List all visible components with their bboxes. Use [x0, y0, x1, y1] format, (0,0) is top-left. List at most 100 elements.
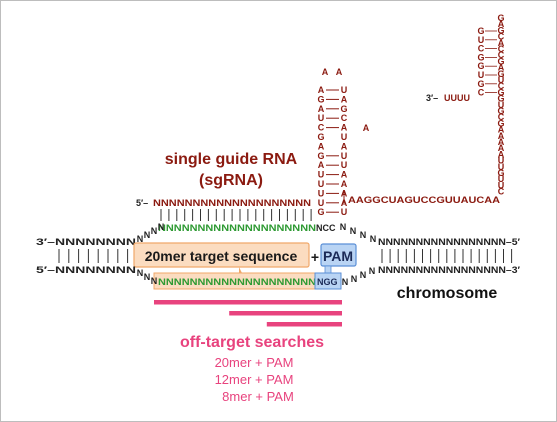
sgrna-five-prime-label: 5′– [136, 198, 148, 208]
stem1-right-base: U [341, 85, 348, 95]
sgrna-title-line2: (sgRNA) [199, 172, 263, 189]
stem2-left-base: G [477, 61, 484, 71]
stem2-right-base: A [498, 131, 505, 141]
offtarget-title: off-target searches [180, 334, 324, 351]
stem2-right-base: G [497, 87, 504, 97]
stem2-right-base: C [498, 81, 505, 91]
chromosome-bottom-target: NNNNNNNNNNNNNNNNNNNN [158, 277, 316, 287]
stem1-left-base: C [318, 123, 325, 133]
offtarget-bar [229, 311, 342, 316]
sgrna-three-prime-label: 3′– [426, 93, 438, 103]
stem1-right-base: U [341, 207, 348, 217]
stem2-right-base: U [498, 180, 505, 190]
offtarget-item-20mer: 20mer + PAM [215, 355, 294, 370]
offtarget-bars [154, 300, 342, 327]
stem2-left-base: G [477, 52, 484, 62]
stem1-right-base: U [341, 132, 348, 142]
stem1-left-base: U [318, 198, 325, 208]
chromosome-bottom-right: NNNNNNNNNNNNNNNNN–3′ [378, 265, 520, 275]
stem2-right-base: U [498, 156, 505, 166]
stem2-left-base: U [478, 70, 485, 80]
stem2-left-base: G [477, 79, 484, 89]
bottom-pam-highlight [314, 272, 342, 290]
hinge-base: N [369, 266, 376, 276]
pam-box [320, 243, 357, 267]
stem2-right-base: G [497, 106, 504, 116]
stem2-right-base: G [497, 13, 504, 23]
stem2-right-base: G [497, 69, 504, 79]
stem2-right-base: U [498, 100, 505, 110]
stem1-left-base: U [318, 188, 325, 198]
pam-label: PAM [323, 248, 353, 264]
stem1-right-base: C [341, 113, 348, 123]
stem2-right-base: G [497, 56, 504, 66]
stem2-right-base: U [498, 174, 505, 184]
stem1-left-base: U [318, 179, 325, 189]
stem2-right-base: A [498, 137, 505, 147]
stem2-left-base: C [478, 88, 485, 98]
hinge-base: N [151, 276, 158, 286]
hinge-base: N [151, 226, 158, 236]
stem2-right-base: A [498, 149, 505, 159]
stem2-right-base: C [498, 44, 505, 54]
stem2-left-base: G [477, 26, 484, 36]
hinge-base: N [158, 222, 165, 232]
stem1-left-base: A [318, 104, 325, 114]
stem1-right-base: A [341, 123, 348, 133]
chromosome-pairing-right [381, 249, 513, 263]
offtarget-bar [266, 322, 342, 327]
sgrna-linker: AAGGCUAGUCCGUUAUCAA [348, 195, 501, 205]
guide-target-pairing [160, 209, 312, 221]
chromosome-pairing-left [58, 249, 129, 263]
chromosome-bottom-left: 5′–NNNNNNNN [36, 265, 136, 275]
stem2-left-base: U [478, 35, 485, 45]
stem2-right-base: G [497, 118, 504, 128]
stem2-right-base: C [498, 187, 505, 197]
hinge-base: N [370, 234, 377, 244]
stem1-left-base: U [318, 170, 325, 180]
stem2-right-base: A [498, 143, 505, 153]
stem2-right-base: A [498, 19, 505, 29]
hinge-base: N [144, 230, 151, 240]
stem1-left-base: A [318, 85, 325, 95]
stem2-right-base: A [498, 38, 505, 48]
chromosome-top-left: 3′–NNNNNNNN [36, 237, 136, 247]
target-sequence-box [133, 242, 310, 268]
hinge-base: N [340, 222, 347, 232]
stem2-right-base: C [498, 112, 505, 122]
stem2-right-base: G [497, 94, 504, 104]
stem2-left-base: C [478, 44, 485, 54]
chromosome-top-right: NNNNNNNNNNNNNNNNN–5′ [378, 237, 520, 247]
hinge-base: N [351, 274, 358, 284]
stem1-right-base: U [341, 160, 348, 170]
plus-sign: + [311, 249, 319, 265]
target-sequence-label: 20mer target sequence [145, 248, 298, 264]
stem2-right-base: U [498, 75, 505, 85]
stem1-right-base: A [341, 170, 348, 180]
hinge-base: N [137, 234, 144, 244]
stem1-left-base: U [318, 113, 325, 123]
hinge-base: N [144, 272, 151, 282]
stem1-left-base: G [317, 94, 324, 104]
stem1-left-base: A [318, 141, 325, 151]
stem1-left-base: G [317, 207, 324, 217]
bulge-base: A [363, 123, 370, 133]
stem1-right-base: A [341, 141, 348, 151]
sgrna-title-line1: single guide RNA [165, 151, 298, 168]
stem2-right-base: U [498, 162, 505, 172]
offtarget-bar [154, 300, 342, 305]
stem2-right-base: C [498, 50, 505, 60]
stem1-left-base: A [318, 160, 325, 170]
loop1-base: A [336, 67, 343, 77]
stem1-left-base: G [317, 132, 324, 142]
sgrna-spacer: NNNNNNNNNNNNNNNNNNNN [153, 198, 311, 208]
sgrna-stem-loop-1: AGAUCGAGAUUUUGUAGCAUAUUAAAAUAAA [317, 67, 369, 217]
offtarget-item-12mer: 12mer + PAM [215, 372, 294, 387]
